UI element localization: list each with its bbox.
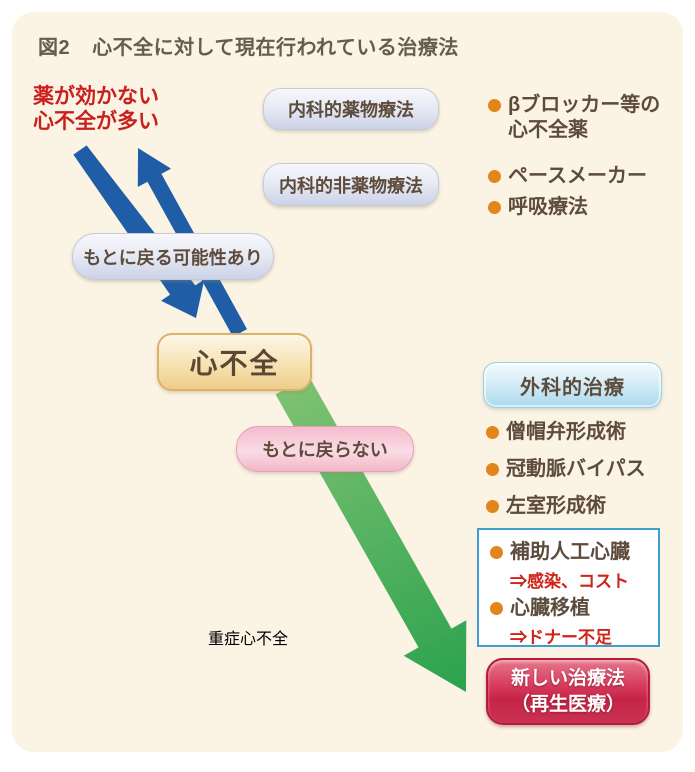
bullet-icon [490, 602, 503, 615]
figure-title-text: 心不全に対して現在行われている治療法 [92, 37, 459, 59]
bullet-respiratory-therapy: 呼吸療法 [508, 196, 588, 218]
list-item: ペースメーカー [488, 164, 647, 189]
list-item: 僧帽弁形成術 [486, 420, 626, 445]
new-therapy-line1: 新しい治療法 [510, 667, 625, 689]
drug-therapy-box: 内科的薬物療法 [263, 88, 439, 130]
bullet-icon [486, 500, 499, 513]
bullet-mitral-valve-repair: 僧帽弁形成術 [506, 421, 626, 443]
bullet-icon [488, 170, 501, 183]
vad-issue: ⇒感染、コスト [510, 572, 629, 591]
bullet-lv-reconstruction: 左室形成術 [506, 495, 606, 517]
list-item: βブロッカー等の 心不全薬 [488, 93, 660, 143]
figure-label: 図2 [38, 37, 71, 59]
new-therapy-box: 新しい治療法 （再生医療） [486, 658, 650, 725]
severe-heart-failure-label: 重症心不全 [208, 631, 289, 648]
bullet-heart-transplant: 心臓移植 [510, 597, 590, 619]
list-item: 補助人工心臓 [490, 540, 658, 565]
bullet-icon [486, 463, 499, 476]
reversible-label: もとに戻る可能性あり [83, 247, 263, 268]
bullet-beta-blocker-line2: 心不全薬 [508, 119, 588, 141]
bullet-icon [490, 546, 503, 559]
non-drug-therapy-label: 内科的非薬物療法 [279, 175, 423, 196]
transplant-issue: ⇒ドナー不足 [510, 628, 612, 647]
list-item: 冠動脈バイパス [486, 457, 646, 482]
severe-heart-failure-box: 重症心不全 [208, 625, 375, 685]
list-item: 呼吸療法 [488, 195, 588, 220]
warning-line2: 心不全が多い [33, 110, 159, 134]
warning-note: 薬が効かない 心不全が多い [33, 84, 159, 134]
bullet-icon [488, 99, 501, 112]
drug-therapy-label: 内科的薬物療法 [288, 100, 414, 120]
new-therapy-line2: （再生医療） [510, 693, 625, 715]
figure-title: 図2 心不全に対して現在行われている治療法 [38, 31, 459, 60]
non-drug-therapy-box: 内科的非薬物療法 [263, 163, 439, 206]
heart-failure-box: 心不全 [157, 333, 312, 391]
list-item: 心臓移植 [490, 596, 658, 621]
figure-panel: 図2 心不全に対して現在行われている治療法 薬が効かない 心不全が多い 内科的薬… [12, 12, 683, 752]
warning-line1: 薬が効かない [33, 85, 159, 108]
bullet-pacemaker: ペースメーカー [508, 165, 647, 187]
surgical-treatment-label: 外科的治療 [520, 376, 625, 399]
list-item: 左室形成術 [486, 494, 606, 519]
bullet-icon [488, 201, 501, 214]
reversible-oval: もとに戻る可能性あり [72, 233, 274, 280]
surgical-treatment-box: 外科的治療 [483, 362, 662, 408]
advanced-options-box: 補助人工心臓 ⇒感染、コスト 心臓移植 ⇒ドナー不足 [477, 528, 660, 647]
bullet-vad: 補助人工心臓 [510, 541, 630, 563]
bullet-beta-blocker-line1: βブロッカー等の [508, 94, 661, 116]
heart-failure-label: 心不全 [189, 348, 280, 379]
irreversible-label: もとに戻らない [262, 440, 388, 460]
bullet-icon [486, 426, 499, 439]
irreversible-oval: もとに戻らない [236, 426, 414, 472]
bullet-coronary-bypass: 冠動脈バイパス [506, 458, 646, 480]
